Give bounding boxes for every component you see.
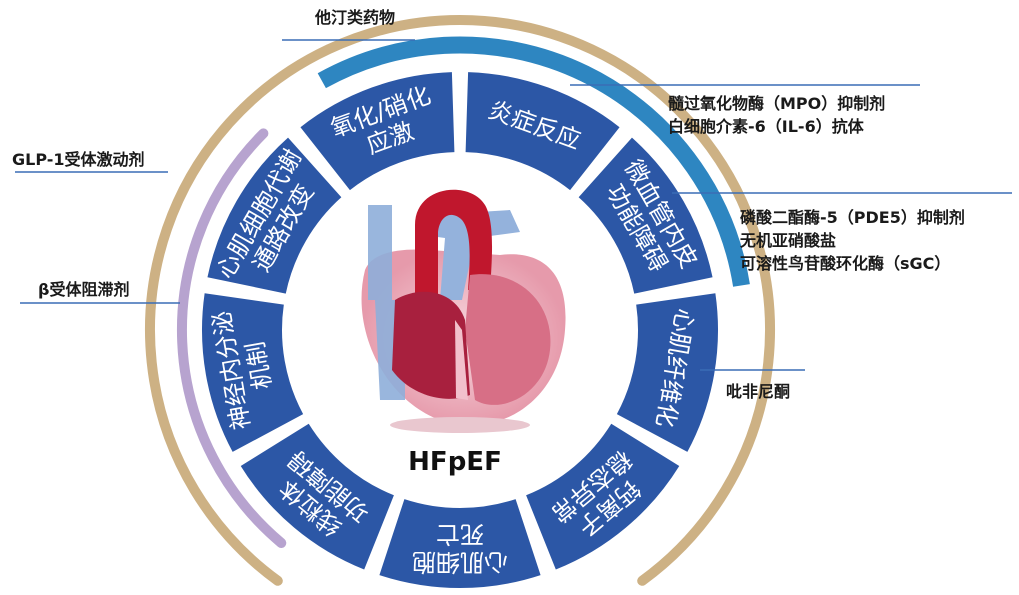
drug-glp1: GLP-1受体激动剂 bbox=[12, 148, 145, 171]
segment-metabolic bbox=[207, 137, 342, 294]
segment-mito bbox=[240, 423, 394, 570]
drug-microvascular-group: 磷酸二酯酶-5（PDE5）抑制剂 无机亚硝酸盐 可溶性鸟苷酸环化酶（sGC） bbox=[740, 206, 965, 275]
heart-base-shadow bbox=[390, 417, 530, 433]
drug-pde5-text: 磷酸二酯酶-5（PDE5）抑制剂 bbox=[740, 208, 965, 227]
drug-statins-text: 他汀类药物 bbox=[315, 8, 396, 27]
segment-neuro bbox=[201, 293, 304, 452]
segment-microvascular bbox=[578, 137, 713, 294]
segment-label-line: 心肌细胞 bbox=[412, 548, 508, 576]
segment-inflammation bbox=[465, 72, 620, 191]
drug-statins: 他汀类药物 bbox=[315, 6, 395, 29]
drug-nitrite-text: 无机亚硝酸盐 bbox=[740, 231, 837, 250]
leader-lines bbox=[15, 39, 1012, 371]
right-ventricle bbox=[392, 291, 470, 399]
drug-pirfenidone: 吡非尼酮 bbox=[726, 380, 790, 403]
segment-oxidative bbox=[300, 72, 455, 191]
segment-label-death: 心肌细胞死亡 bbox=[412, 520, 508, 576]
drug-mpo-text: 髓过氧化物酶（MPO）抑制剂 bbox=[668, 94, 886, 113]
drug-sgc-text: 可溶性鸟苷酸环化酶（sGC） bbox=[740, 254, 951, 273]
pulmonary-artery bbox=[430, 210, 520, 300]
segment-fibrosis bbox=[616, 293, 718, 452]
outer-ring-arc bbox=[145, 15, 775, 586]
segment-death bbox=[379, 499, 541, 588]
drug-glp1-text: GLP-1受体激动剂 bbox=[12, 150, 145, 169]
drug-pirfenidone-text: 吡非尼酮 bbox=[726, 382, 791, 401]
segment-label-line: 死亡 bbox=[436, 520, 484, 548]
center-label: HFpEF bbox=[408, 447, 502, 477]
left-ventricle bbox=[465, 274, 551, 405]
beta-blocker-arc bbox=[176, 128, 287, 548]
mechanism-ring: 氧化/硝化应激炎症反应微血管内皮功能障碍心肌纤维化钙离子稳态异常心肌细胞死亡线粒… bbox=[201, 72, 718, 588]
statin-arc bbox=[317, 36, 750, 287]
drug-inflammation-group: 髓过氧化物酶（MPO）抑制剂 白细胞介素-6（IL-6）抗体 bbox=[668, 92, 885, 138]
heart-illustration bbox=[361, 189, 566, 433]
drug-il6-text: 白细胞介素-6（IL-6）抗体 bbox=[668, 117, 864, 136]
aorta bbox=[415, 189, 493, 300]
drug-beta-blocker: β受体阻滞剂 bbox=[38, 278, 129, 301]
drug-beta-text: β受体阻滞剂 bbox=[38, 280, 130, 299]
segment-calcium bbox=[526, 423, 680, 570]
septum bbox=[455, 320, 468, 400]
